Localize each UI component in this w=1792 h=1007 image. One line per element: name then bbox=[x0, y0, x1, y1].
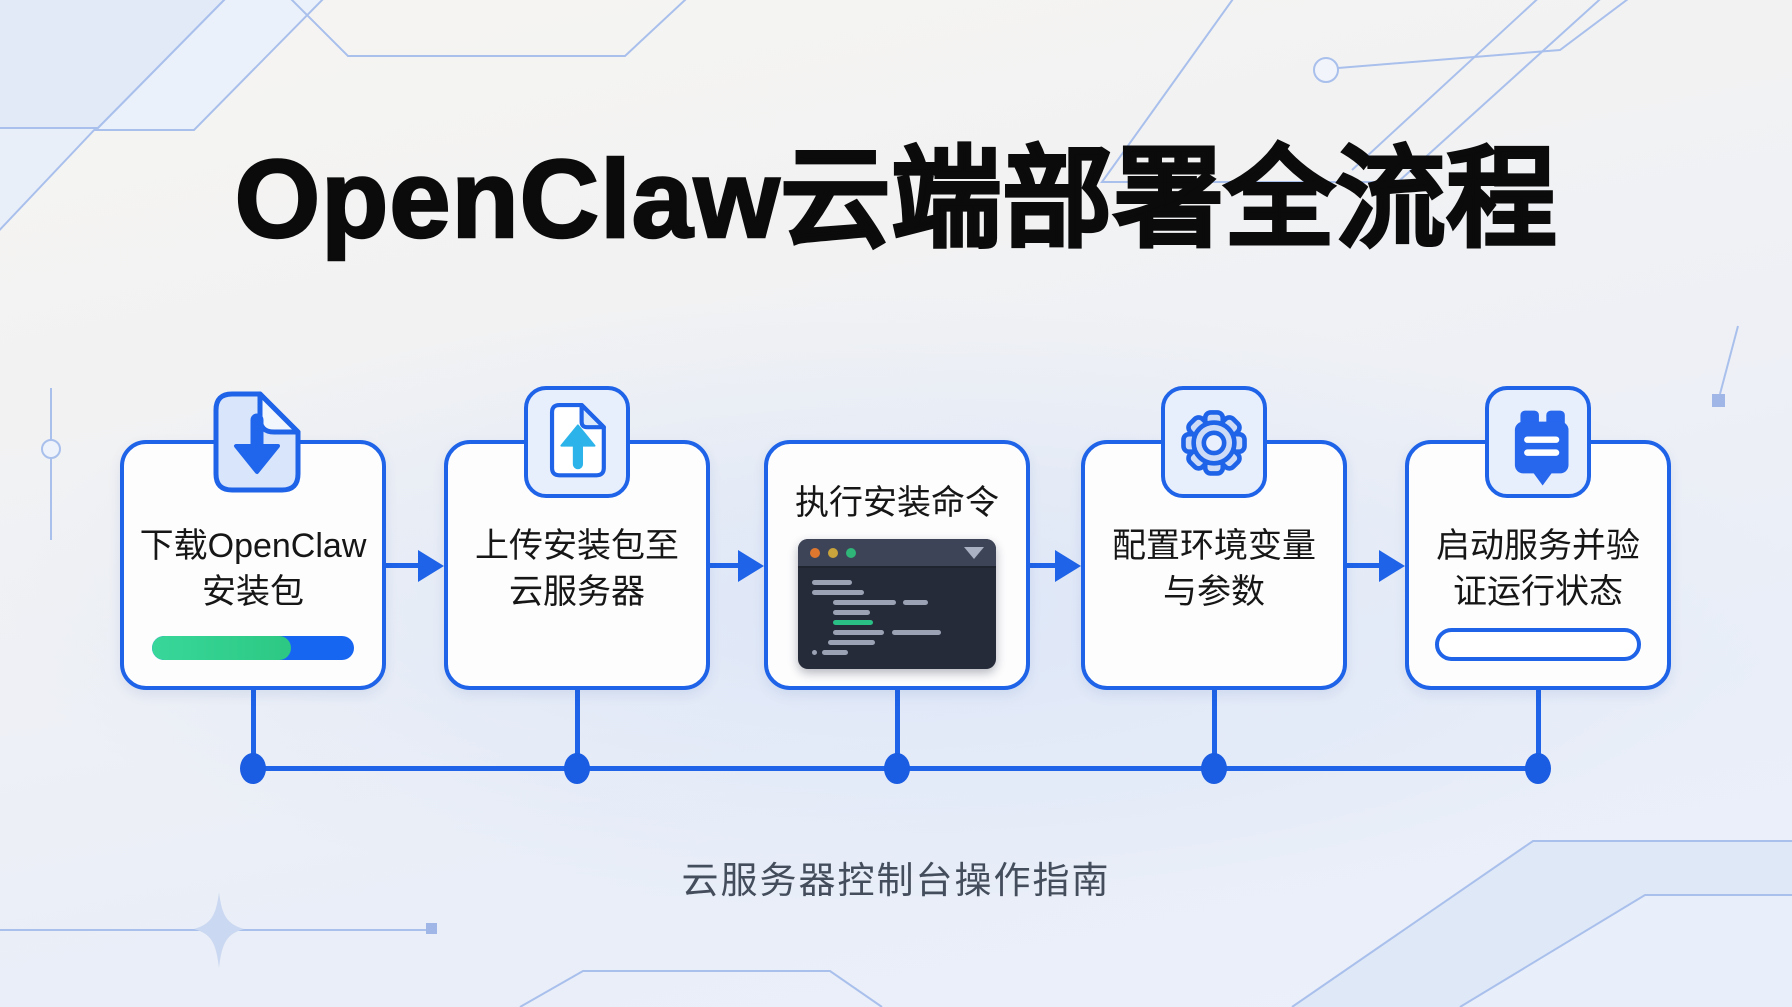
traffic-light-orange-icon bbox=[810, 547, 820, 558]
step-label: 启动服务并验 证运行状态 bbox=[1436, 523, 1640, 615]
flow-arrow-line bbox=[1028, 563, 1059, 568]
bottom-right-band-fill-2 bbox=[1460, 895, 1792, 1007]
traffic-light-green-icon bbox=[846, 547, 856, 558]
step-label-line2: 云服务器 bbox=[509, 573, 645, 611]
step-label-line1: 启动服务并验 bbox=[1436, 527, 1640, 565]
top-right-diagonal-line bbox=[1351, 0, 1538, 171]
step-label-line1: 执行安装命令 bbox=[795, 484, 999, 522]
download-file-icon bbox=[200, 386, 306, 498]
flow-arrow-head bbox=[418, 550, 444, 582]
connector-stub bbox=[251, 688, 256, 768]
step-label-line1: 下载OpenClaw bbox=[139, 527, 367, 565]
connector-dot bbox=[240, 753, 266, 784]
flow-arrow-line bbox=[384, 563, 422, 568]
flow-arrow-head bbox=[1379, 550, 1405, 582]
flow-arrow-head bbox=[1055, 550, 1081, 582]
connector-stub bbox=[1536, 688, 1541, 768]
top-right-parallelogram bbox=[1100, 0, 1601, 183]
step-label: 配置环境变量 与参数 bbox=[1112, 523, 1316, 615]
gear-icon bbox=[1161, 386, 1267, 498]
top-left-band-shape-2 bbox=[93, 0, 324, 131]
step-box-install-command: 执行安装命令 bbox=[764, 440, 1030, 690]
connector-stub bbox=[895, 688, 900, 768]
step-label-line1: 配置环境变量 bbox=[1112, 527, 1316, 565]
step-label: 下载OpenClaw 安装包 bbox=[140, 523, 367, 615]
flow-arrow-line bbox=[708, 563, 742, 568]
step-label-line1: 上传安装包至 bbox=[475, 527, 679, 565]
terminal-window-graphic bbox=[798, 539, 996, 669]
left-circle-node bbox=[41, 439, 61, 459]
bottom-right-band-edge bbox=[1291, 840, 1792, 1007]
traffic-light-yellow-icon bbox=[828, 547, 838, 558]
top-left-band-shape-3 bbox=[0, 127, 99, 231]
terminal-titlebar bbox=[798, 539, 996, 568]
bottom-left-square-node bbox=[426, 923, 437, 934]
download-progress-fill bbox=[152, 636, 292, 660]
notes-bubble-icon bbox=[1485, 386, 1591, 498]
bottom-hexagon-line bbox=[519, 970, 883, 1007]
step-label: 执行安装命令 bbox=[795, 480, 999, 526]
page-title: OpenClaw云端部署全流程 bbox=[233, 138, 1558, 261]
connector-dot bbox=[1525, 753, 1551, 784]
top-right-circle-node bbox=[1313, 57, 1339, 83]
right-square-node bbox=[1712, 394, 1725, 407]
download-progress-bar bbox=[152, 636, 354, 660]
bottom-caption: 云服务器控制台操作指南 bbox=[681, 860, 1111, 901]
connector-dot bbox=[1201, 753, 1227, 784]
top-notch-line bbox=[290, 0, 687, 57]
bottom-right-band-edge-2 bbox=[1459, 894, 1792, 1007]
upload-file-icon bbox=[524, 386, 630, 498]
sparkle-shape bbox=[194, 892, 244, 968]
connector-stub bbox=[1212, 688, 1217, 768]
right-trace-line bbox=[1719, 325, 1739, 395]
step-label-line2: 与参数 bbox=[1163, 573, 1265, 611]
flow-arrow-head bbox=[738, 550, 764, 582]
step-label: 上传安装包至 云服务器 bbox=[475, 523, 679, 615]
top-right-trace-line bbox=[1337, 0, 1629, 69]
connector-stub bbox=[575, 688, 580, 768]
chevron-down-icon bbox=[964, 546, 984, 559]
connector-dot bbox=[564, 753, 590, 784]
connector-dot bbox=[884, 753, 910, 784]
flow-arrow-line bbox=[1345, 563, 1383, 568]
step-label-line2: 安装包 bbox=[202, 573, 304, 611]
terminal-body bbox=[798, 568, 996, 657]
step-label-line2: 证运行状态 bbox=[1453, 573, 1623, 611]
status-pill bbox=[1435, 628, 1641, 661]
